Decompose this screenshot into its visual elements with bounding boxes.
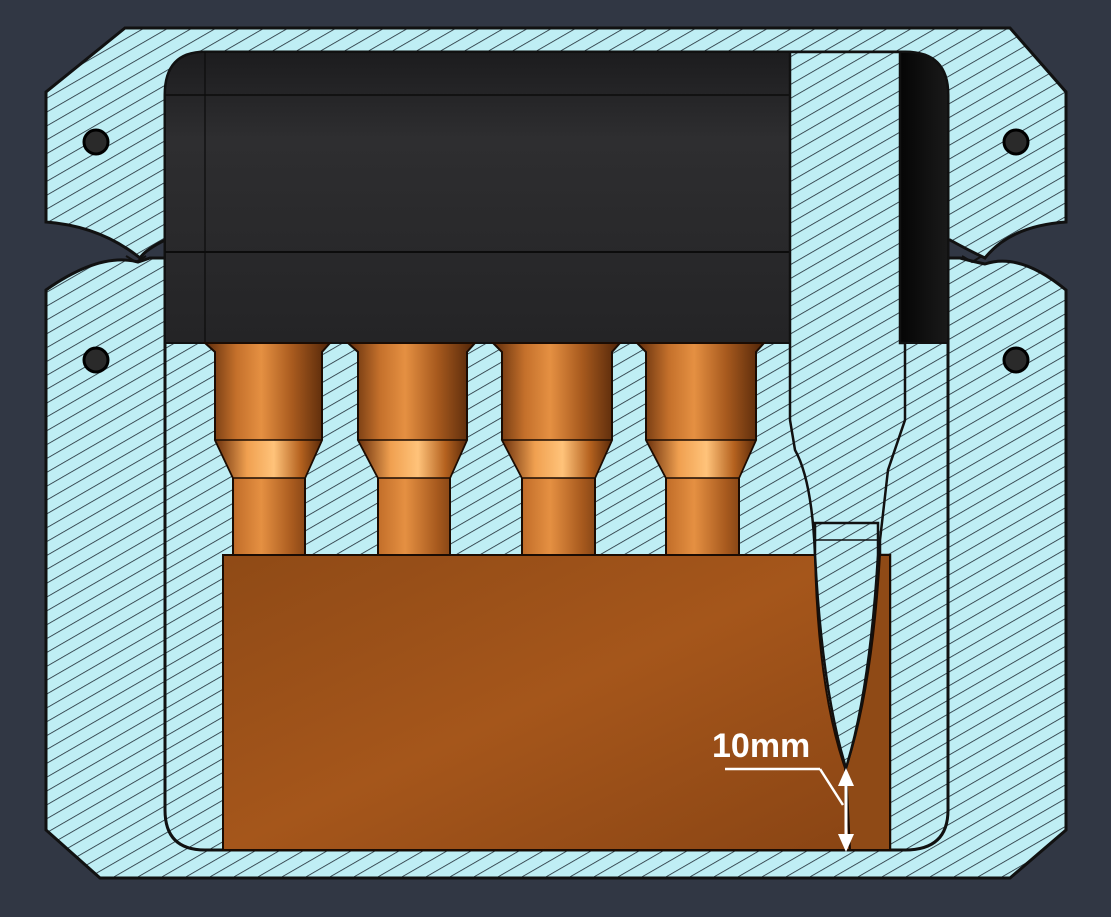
blade-tip: [813, 521, 880, 773]
copper-tube-2: [345, 342, 478, 557]
mounting-hole-top-left: [82, 128, 110, 156]
dimension-arrow-down: [838, 834, 854, 852]
dimension-arrow-up: [838, 768, 854, 786]
copper-tube-1: [202, 342, 333, 557]
copper-tube-4: [634, 342, 767, 557]
mounting-hole-bottom-left: [82, 346, 110, 374]
dark-block: [164, 51, 791, 344]
dimension-label: 10mm: [712, 727, 810, 765]
right-dark-slot: [899, 51, 949, 344]
mounting-hole-bottom-right: [1002, 346, 1030, 374]
dimension-leader-diagonal: [818, 768, 845, 806]
right-notch: [961, 255, 983, 264]
dimension-annotation: 10mm: [712, 727, 854, 852]
copper-tubes: [202, 342, 767, 557]
left-notch: [125, 255, 147, 264]
mounting-hole-top-right: [1002, 128, 1030, 156]
copper-block: [222, 554, 852, 851]
